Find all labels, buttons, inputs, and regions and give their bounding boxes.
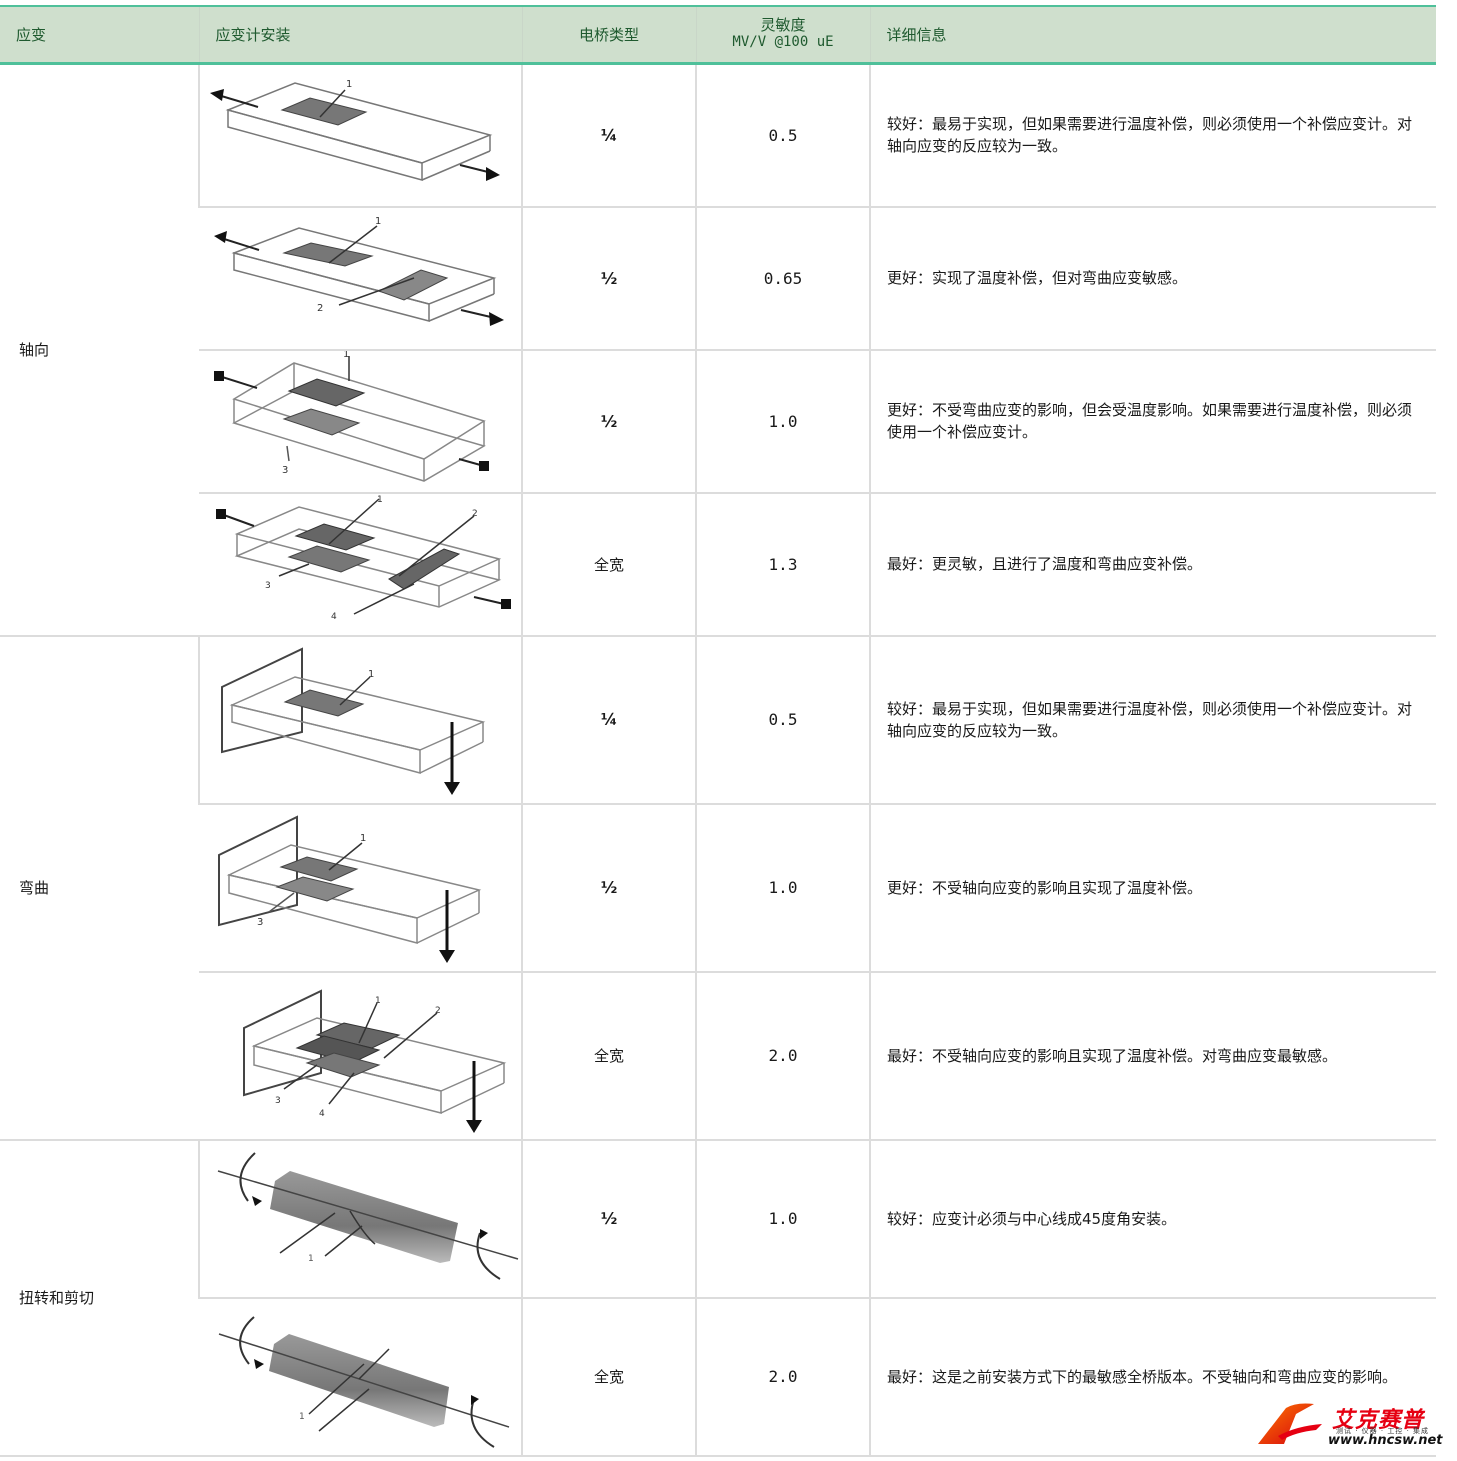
svg-text:4: 4 xyxy=(331,612,337,622)
table-header-row: 应变 应变计安装 电桥类型 灵敏度 MV/V @100 uE 详细信息 xyxy=(0,5,1436,65)
table-row: 1 2 ½ 0.65 更好：实现了温度补偿，但对弯曲应变敏感。 xyxy=(0,206,1436,351)
bridge-type: ¼ xyxy=(521,63,696,208)
svg-text:1: 1 xyxy=(377,495,383,505)
header-sensitivity: 灵敏度 MV/V @100 uE xyxy=(695,5,870,65)
sensitivity-value: 2.0 xyxy=(695,971,870,1141)
svg-text:3: 3 xyxy=(265,581,271,591)
axial-full-bridge-diagram: 1 2 3 4 xyxy=(199,492,522,637)
torsion-full-bridge-diagram: 1 xyxy=(199,1297,522,1457)
svg-text:1: 1 xyxy=(375,996,381,1006)
detail-text: 更好：不受弯曲应变的影响，但会受温度影响。如果需要进行温度补偿，则必须使用一个补… xyxy=(869,349,1436,494)
strain-diagram-icon: 1 xyxy=(221,646,486,795)
header-sensitivity-label: 灵敏度 xyxy=(760,16,806,35)
accexp-logo-icon xyxy=(1258,1403,1322,1444)
svg-text:1: 1 xyxy=(346,79,352,90)
group-torsion-shear: 扭转和剪切 xyxy=(0,1139,199,1457)
bridge-type: ½ xyxy=(521,803,696,973)
strain-diagram-icon: 1 2 3 4 xyxy=(216,495,511,622)
sensitivity-value: 1.3 xyxy=(695,492,870,637)
detail-text: 最好：不受轴向应变的影响且实现了温度补偿。对弯曲应变最敏感。 xyxy=(869,971,1436,1141)
table-row: 1 2 3 4 全宽 2.0 最好：不受轴向应变的影响且实现了温度补偿。对弯曲应… xyxy=(0,971,1436,1141)
sensitivity-value: 2.0 xyxy=(695,1297,870,1457)
watermark-logo: 艾克赛普 测试 · 仪器 · 工控 · 集成 www.hncsw.net xyxy=(1256,1402,1456,1448)
table-row: 扭转和剪切 1 ½ 1.0 较好：应变计必须与中心线成45度角安装。 xyxy=(0,1139,1436,1457)
watermark-url: www.hncsw.net xyxy=(1328,1433,1443,1448)
header-strain: 应变 xyxy=(0,5,199,65)
axial-quarter-bridge-diagram: 1 xyxy=(198,63,522,208)
bending-full-bridge-diagram: 1 2 3 4 xyxy=(199,971,522,1141)
bridge-type: 全宽 xyxy=(521,1297,696,1457)
group-axial: 轴向 xyxy=(0,63,199,637)
sensitivity-value: 1.0 xyxy=(695,803,870,973)
group-bending: 弯曲 xyxy=(0,635,199,1141)
header-bridge: 电桥类型 xyxy=(521,5,696,65)
table-row: 1 3 ½ 1.0 更好：不受轴向应变的影响且实现了温度补偿。 xyxy=(0,803,1436,973)
table-row: 弯曲 1 ¼ 0.5 较好：最易于实现，但如果需要进行温度补偿，则必须使用一个补… xyxy=(0,635,1436,1141)
header-detail: 详细信息 xyxy=(869,5,1436,65)
detail-text: 最好：更灵敏，且进行了温度和弯曲应变补偿。 xyxy=(869,492,1436,637)
table-row: 轴向 1 ¼ 0.5 较好：最易于实现，但如果需要进行温度补偿，则必须使用一个补… xyxy=(0,63,1436,637)
svg-text:1: 1 xyxy=(343,351,349,360)
strain-diagram-icon: 1 xyxy=(217,1151,519,1280)
sensitivity-value: 0.5 xyxy=(695,63,870,208)
table-row: 1 2 3 4 全宽 1.3 最好：更灵敏，且进行了温度和弯曲应变补偿。 xyxy=(0,492,1436,637)
svg-text:1: 1 xyxy=(299,1412,305,1422)
detail-text: 最好：这是之前安装方式下的最敏感全桥版本。不受轴向和弯曲应变的影响。 xyxy=(869,1297,1436,1457)
strain-gauge-table: 应变 应变计安装 电桥类型 灵敏度 MV/V @100 uE 详细信息 轴向 1 xyxy=(0,5,1436,1457)
detail-text: 较好：最易于实现，但如果需要进行温度补偿，则必须使用一个补偿应变计。对轴向应变的… xyxy=(869,63,1436,208)
svg-text:2: 2 xyxy=(317,303,323,314)
table-row: 1 全宽 2.0 最好：这是之前安装方式下的最敏感全桥版本。不受轴向和弯曲应变的… xyxy=(0,1297,1436,1457)
bridge-type: ½ xyxy=(521,1139,696,1299)
sensitivity-value: 1.0 xyxy=(695,349,870,494)
bridge-type: 全宽 xyxy=(521,492,696,637)
bending-quarter-bridge-diagram: 1 xyxy=(198,635,522,805)
svg-text:3: 3 xyxy=(275,1096,281,1106)
detail-text: 较好：应变计必须与中心线成45度角安装。 xyxy=(869,1139,1436,1299)
svg-text:1: 1 xyxy=(368,669,374,680)
svg-text:2: 2 xyxy=(435,1006,441,1016)
svg-text:2: 2 xyxy=(472,509,478,519)
strain-diagram-icon: 1 3 xyxy=(214,351,489,482)
watermark-brand: 艾克赛普 xyxy=(1332,1408,1425,1433)
sensitivity-value: 0.65 xyxy=(695,206,870,351)
bending-half-bridge-diagram: 1 3 xyxy=(199,803,522,973)
detail-text: 较好：最易于实现，但如果需要进行温度补偿，则必须使用一个补偿应变计。对轴向应变的… xyxy=(869,635,1436,805)
svg-text:1: 1 xyxy=(308,1254,314,1264)
bridge-type: ½ xyxy=(521,206,696,351)
svg-text:3: 3 xyxy=(282,465,288,476)
bridge-type: 全宽 xyxy=(521,971,696,1141)
strain-diagram-icon: 1 2 3 4 xyxy=(243,988,507,1133)
sensitivity-value: 1.0 xyxy=(695,1139,870,1299)
watermark-tagline: 测试 · 仪器 · 工控 · 集成 xyxy=(1336,1427,1430,1435)
torsion-half-bridge-diagram: 1 xyxy=(198,1139,522,1299)
strain-diagram-icon: 1 3 xyxy=(218,814,482,963)
sensitivity-value: 0.5 xyxy=(695,635,870,805)
detail-text: 更好：不受轴向应变的影响且实现了温度补偿。 xyxy=(869,803,1436,973)
strain-diagram-icon: 1 xyxy=(210,79,500,181)
svg-text:1: 1 xyxy=(375,216,381,227)
svg-text:1: 1 xyxy=(360,833,366,844)
detail-text: 更好：实现了温度补偿，但对弯曲应变敏感。 xyxy=(869,206,1436,351)
table-row: 1 3 ½ 1.0 更好：不受弯曲应变的影响，但会受温度影响。如果需要进行温度补… xyxy=(0,349,1436,494)
header-install: 应变计安装 xyxy=(198,5,522,65)
svg-text:3: 3 xyxy=(257,917,263,928)
header-sensitivity-unit: MV/V @100 uE xyxy=(732,34,834,51)
strain-diagram-icon: 1 xyxy=(218,1315,510,1448)
svg-text:4: 4 xyxy=(319,1109,325,1119)
axial-half-bridge-diagram-2: 1 3 xyxy=(199,349,522,494)
strain-diagram-icon: 1 2 xyxy=(214,216,504,326)
bridge-type: ¼ xyxy=(521,635,696,805)
axial-half-bridge-diagram-1: 1 2 xyxy=(199,206,522,351)
bridge-type: ½ xyxy=(521,349,696,494)
